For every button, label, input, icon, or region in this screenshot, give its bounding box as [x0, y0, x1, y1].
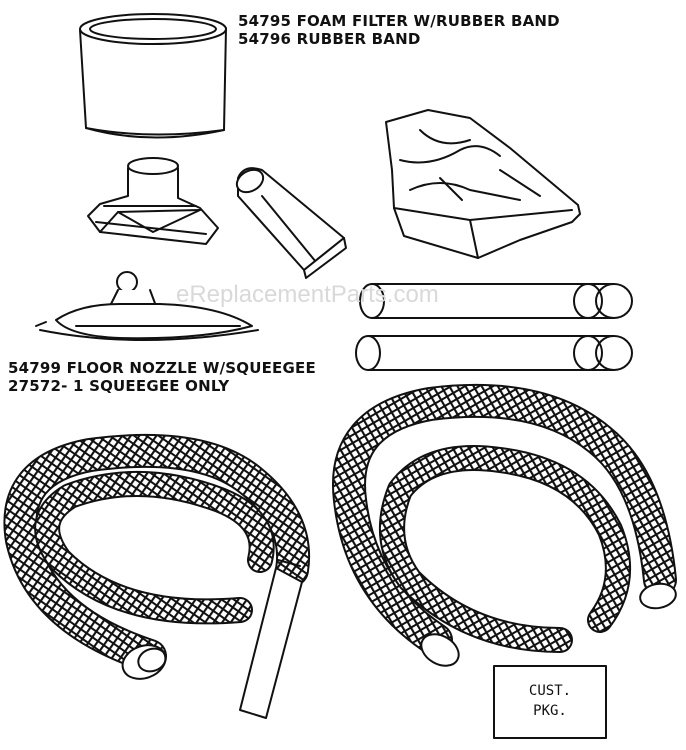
utility-nozzle-drawing [87, 157, 219, 245]
hose-left-drawing [3, 433, 310, 719]
bag-drawing [385, 109, 581, 259]
foam-filter-drawing [79, 13, 227, 139]
package-box [493, 665, 607, 739]
hose-right-drawing [332, 383, 677, 667]
package-label-line1: CUST. [528, 683, 572, 699]
rubber-band-label: 54796 RUBBER BAND [238, 30, 421, 48]
floor-nozzle-label: 54799 FLOOR NOZZLE W/SQUEEGEE [8, 359, 316, 377]
squeegee-label: 27572- 1 SQUEEGEE ONLY [8, 377, 230, 395]
crevice-tool-drawing [235, 167, 347, 279]
extension-wand-drawing [359, 283, 633, 319]
package-label-line2: PKG. [533, 703, 567, 719]
floor-nozzle-drawing [35, 271, 259, 341]
foam-filter-label: 54795 FOAM FILTER W/RUBBER BAND [238, 12, 560, 30]
watermark-text: eReplacementParts.com [176, 281, 439, 308]
extension-wand-drawing [355, 335, 633, 371]
